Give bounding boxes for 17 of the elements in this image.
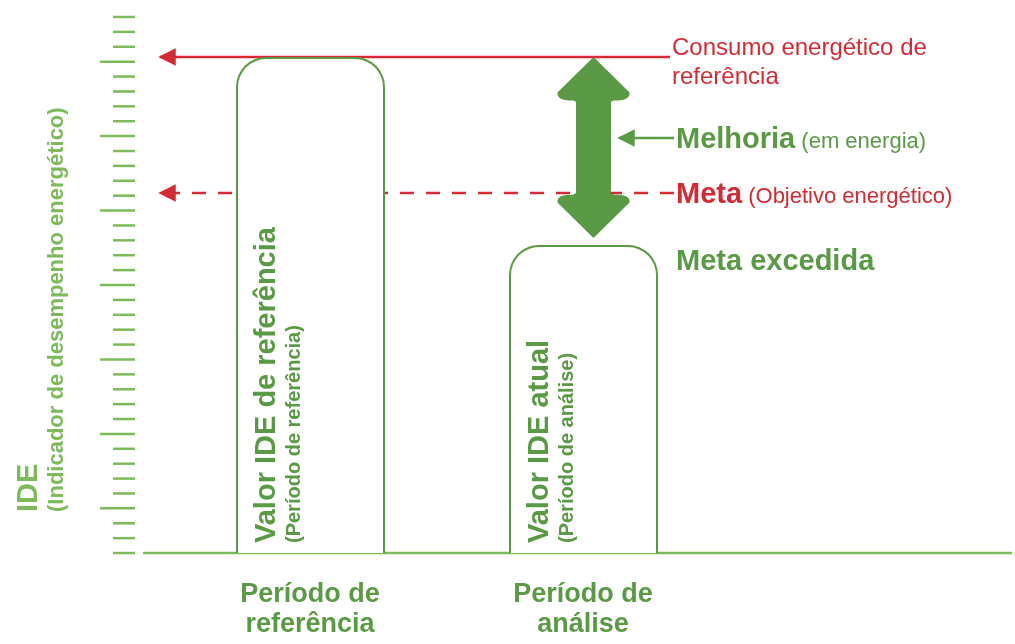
axis-title: IDE: [12, 462, 44, 512]
arrow: [158, 48, 670, 66]
axis-subtitle: (Indicador de desempenho energético): [43, 106, 69, 512]
bar-label: (Período de referência): [281, 324, 304, 543]
bar-box: [236, 57, 385, 553]
double-arrow: [556, 57, 631, 238]
line-label: Melhoria (em energia): [676, 121, 996, 156]
line-label: Meta (Objetivo energético): [676, 176, 1014, 211]
line-label: Consumo energético de referência: [672, 33, 972, 91]
bar-label: Valor IDE atual: [523, 338, 555, 543]
bar-label: Valor IDE de referência: [250, 226, 282, 543]
bar-label: (Período de análise): [554, 351, 577, 543]
period-label: Período de referência: [239, 578, 381, 639]
status-label: Meta excedida: [676, 243, 875, 278]
bar-box: [509, 245, 658, 553]
period-label: Período de análise: [512, 578, 654, 639]
arrow: [617, 129, 674, 147]
